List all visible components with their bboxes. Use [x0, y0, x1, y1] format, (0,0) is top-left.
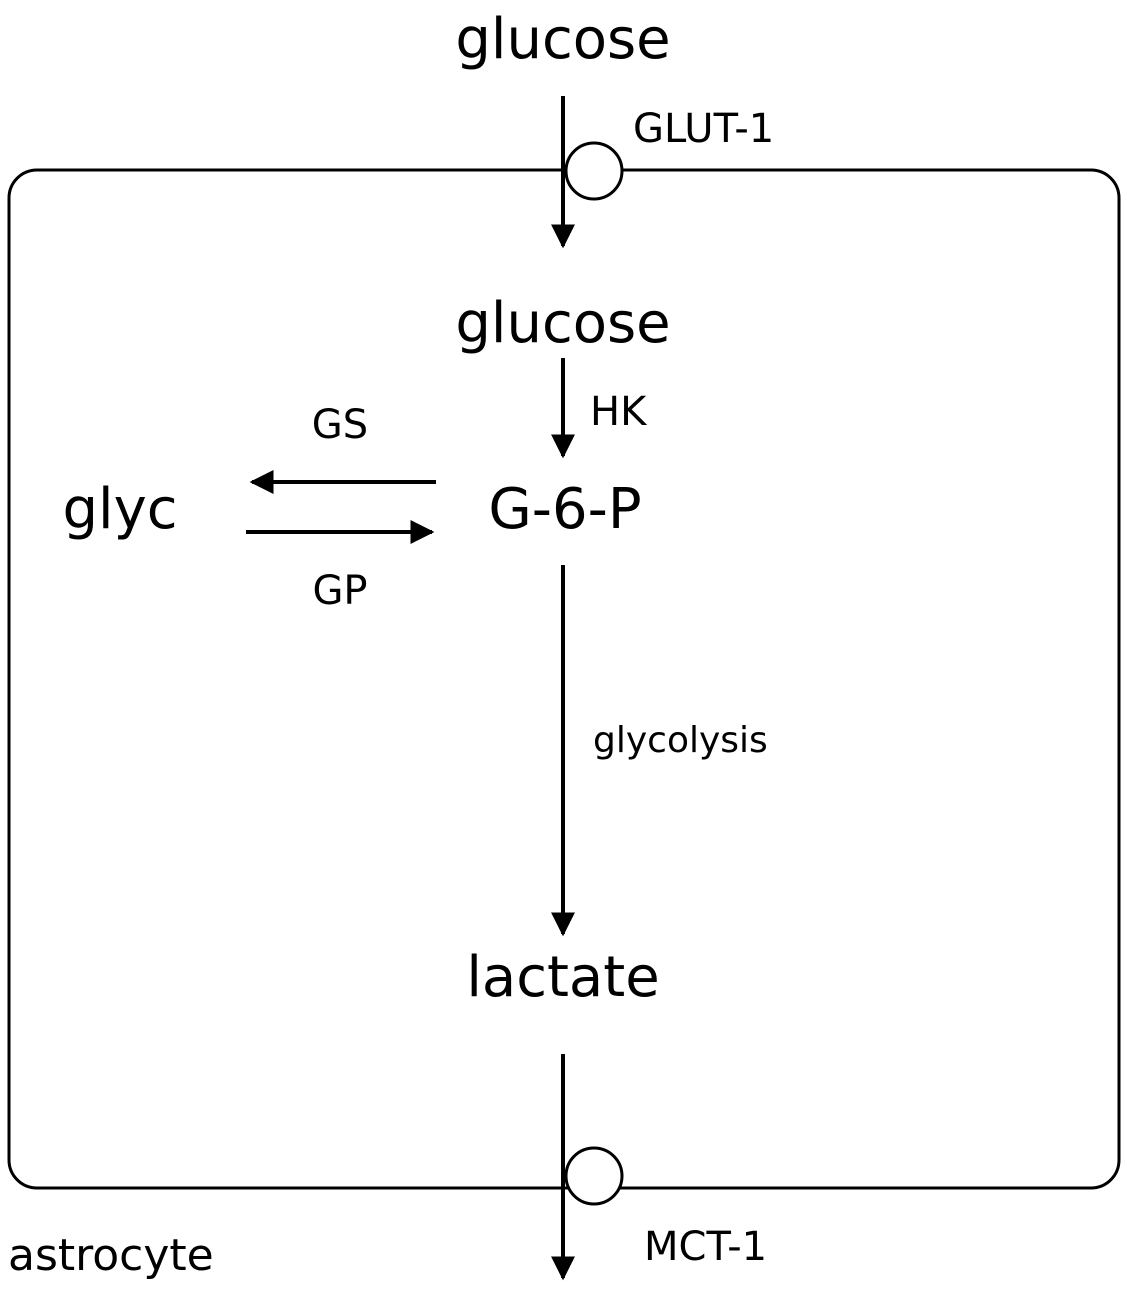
mct1-label: MCT-1: [644, 1224, 767, 1270]
gp-label: GP: [312, 568, 367, 614]
glucose-inside-label: glucose: [455, 291, 670, 356]
hk-label: HK: [590, 389, 648, 435]
gs-label: GS: [312, 402, 368, 448]
g6p-label: G-6-P: [488, 477, 641, 542]
glut1-label: GLUT-1: [633, 106, 774, 152]
glycolysis-label: glycolysis: [593, 720, 768, 761]
astrocyte-label: astrocyte: [8, 1230, 214, 1281]
glut1-transporter: [564, 141, 624, 201]
mct1-transporter: [564, 1146, 624, 1206]
lactate-label: lactate: [466, 945, 659, 1010]
glyc-label: glyc: [62, 477, 177, 542]
glucose-outside-label: glucose: [455, 7, 670, 72]
